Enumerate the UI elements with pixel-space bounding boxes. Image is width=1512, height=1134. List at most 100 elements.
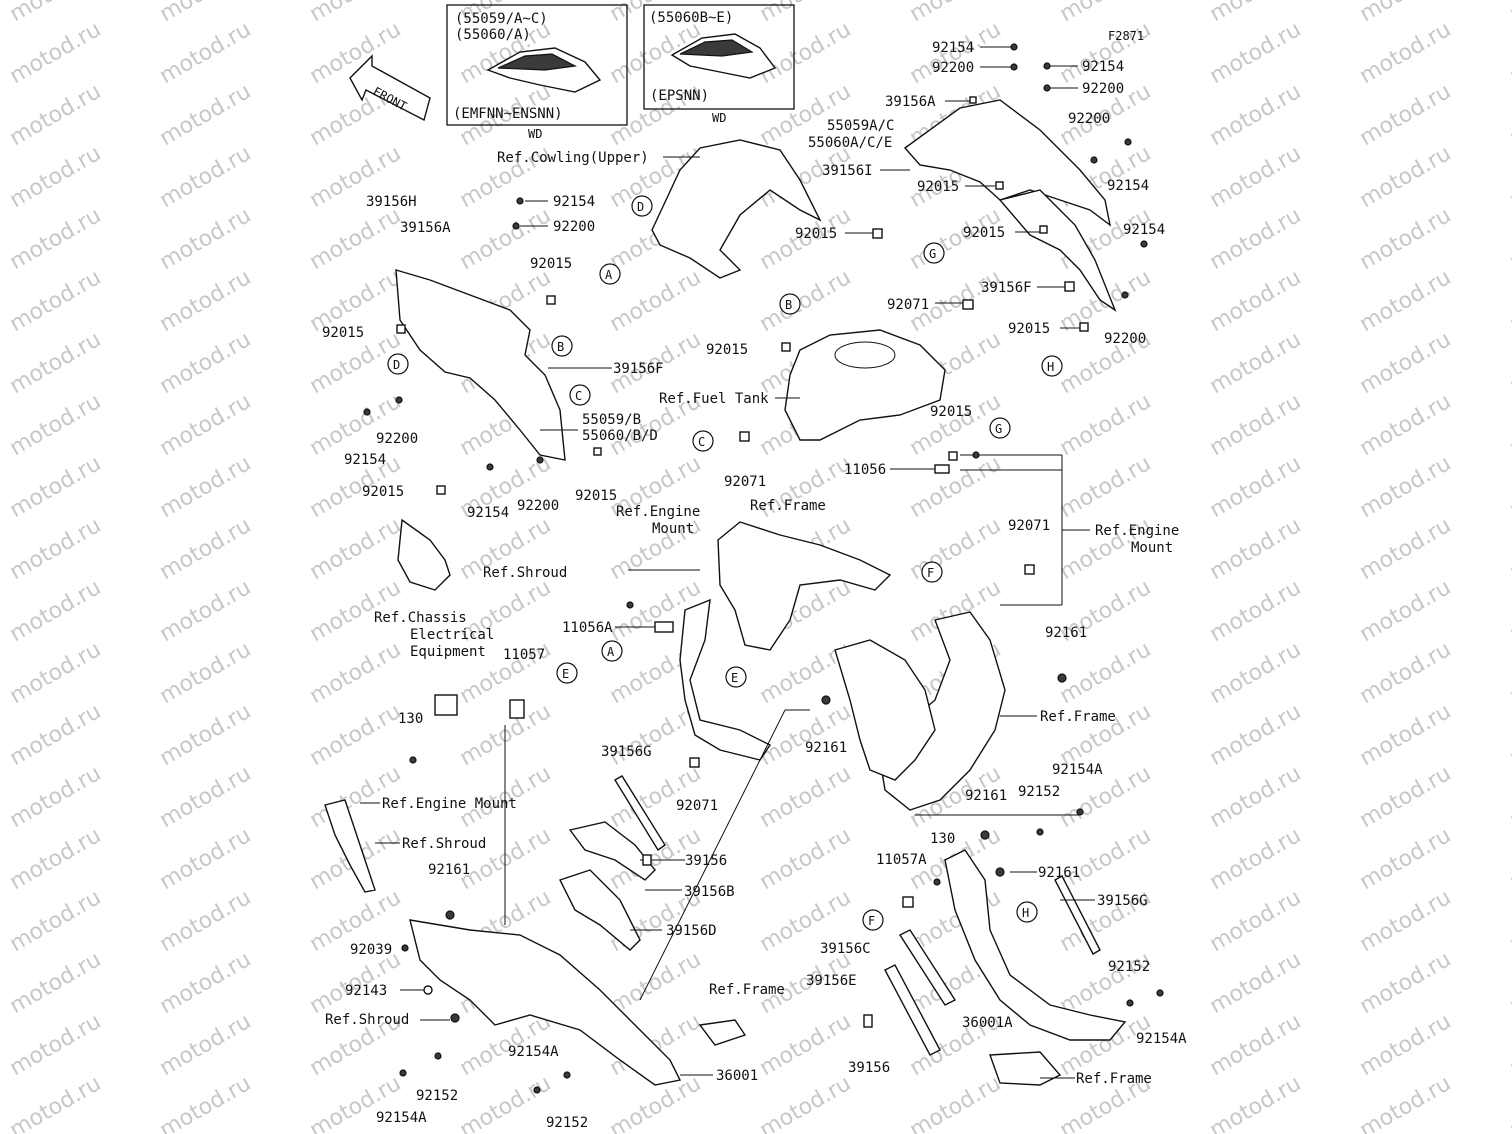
label-ref-frame-c: Ref.Frame <box>709 982 785 998</box>
label-ref-engine-mount-a2: Mount <box>652 521 694 537</box>
grommet-92015-i <box>781 342 791 352</box>
grommet-92015-g <box>436 485 446 495</box>
clip-39156-a <box>642 854 652 866</box>
watermark-text: motod.ru <box>6 451 106 523</box>
watermark-text: motod.ru <box>1206 513 1306 585</box>
right-upper-cowl-lower <box>998 189 1117 312</box>
watermark-text: motod.ru <box>1206 203 1306 275</box>
bolt-92154-a <box>1010 43 1018 51</box>
watermark-text: motod.ru <box>6 389 106 461</box>
bracket-11056 <box>934 464 950 474</box>
watermark-text: motod.ru <box>1356 823 1456 895</box>
watermark-text: motod.ru <box>1206 761 1306 833</box>
svg-text:H: H <box>1022 906 1029 920</box>
callout-D1: D <box>387 353 409 375</box>
label-39156D: 39156D <box>666 923 717 939</box>
watermark-text: motod.ru <box>1506 1009 1512 1081</box>
watermark-text: motod.ru <box>1506 513 1512 585</box>
watermark-text: motod.ru <box>1056 17 1156 89</box>
watermark-text: motod.ru <box>1506 79 1512 151</box>
washer-92152-b <box>563 1071 571 1079</box>
watermark-text: motod.ru <box>1356 327 1456 399</box>
label-11057A: 11057A <box>876 852 927 868</box>
engine-mount-small-ref <box>324 799 376 893</box>
strip-39156E <box>884 964 941 1056</box>
watermark-text: motod.ru <box>1056 947 1156 1019</box>
watermark-text: motod.ru <box>6 575 106 647</box>
label-92015-i: 92015 <box>706 342 748 358</box>
watermark-text: motod.ru <box>156 203 256 275</box>
washer-92152-a <box>434 1052 442 1060</box>
label-92200-f: 92200 <box>376 431 418 447</box>
svg-text:F: F <box>927 566 934 580</box>
watermark-text: motod.ru <box>1356 885 1456 957</box>
watermark-text: motod.ru <box>6 17 106 89</box>
svg-text:A: A <box>607 645 615 659</box>
callout-D2: D <box>631 195 653 217</box>
bolt-92154-c <box>1124 138 1132 146</box>
watermark-text: motod.ru <box>6 203 106 275</box>
label-ref-chassis1: Ref.Chassis <box>374 610 467 626</box>
watermark-text: motod.ru <box>1356 947 1456 1019</box>
watermark-text: motod.ru <box>156 885 256 957</box>
inset-right-codes: (55060B~E) <box>649 10 733 26</box>
grommet-92015-b <box>1039 225 1048 234</box>
label-92015-h: 92015 <box>795 226 837 242</box>
callout-A1: A <box>599 263 621 285</box>
callout-C2: C <box>692 430 714 452</box>
clip-39156A-a <box>969 96 977 104</box>
inset-left: (55059/A~C) (55060/A) (EMFNN~ENSNN) WD <box>446 4 628 141</box>
watermark-text: motod.ru <box>456 1071 556 1134</box>
label-92015-f: 92015 <box>575 488 617 504</box>
watermark-text: motod.ru <box>756 823 856 895</box>
watermark-text: motod.ru <box>1206 575 1306 647</box>
inset-right-part-trim <box>679 39 754 57</box>
label-92154A-c: 92154A <box>1052 762 1103 778</box>
bolt-92154A-b <box>533 1086 541 1094</box>
watermark-text: motod.ru <box>6 947 106 1019</box>
label-ref-frame-d: Ref.Frame <box>1076 1071 1152 1087</box>
label-ref-frame-b: Ref.Frame <box>1040 709 1116 725</box>
watermark-text: motod.ru <box>306 513 406 585</box>
nut-92161-a <box>1057 673 1067 683</box>
pad-39156D <box>559 869 641 951</box>
watermark-text: motod.ru <box>756 17 856 89</box>
bolt-ref-engine-mount-a <box>972 451 980 459</box>
svg-text:H: H <box>1047 360 1054 374</box>
watermark-text: motod.ru <box>906 513 1006 585</box>
callout-H1: H <box>1041 355 1063 377</box>
label-92071-d: 92071 <box>676 798 718 814</box>
nut-92161-b <box>821 695 831 705</box>
nut-92161-d <box>980 830 990 840</box>
watermark-text: motod.ru <box>1056 389 1156 461</box>
label-92143: 92143 <box>345 983 387 999</box>
watermark-text: motod.ru <box>6 761 106 833</box>
label-39156I: 39156I <box>822 163 873 179</box>
damper-92071-a <box>962 299 974 310</box>
label-92039: 92039 <box>350 942 392 958</box>
inset-left-part-trim <box>497 53 577 71</box>
watermark-text: motod.ru <box>1506 823 1512 895</box>
watermark-text: motod.ru <box>1506 265 1512 337</box>
watermark-text: motod.ru <box>1356 17 1456 89</box>
label-36001: 36001 <box>716 1068 758 1084</box>
label-92152-b: 92152 <box>546 1115 588 1131</box>
strip-39156C <box>898 929 957 1006</box>
washer-92200-e <box>512 222 520 230</box>
watermark-text: motod.ru <box>6 885 106 957</box>
watermark-text: motod.ru <box>156 327 256 399</box>
label-92015-d: 92015 <box>530 256 572 272</box>
label-39156F-a: 39156F <box>981 280 1032 296</box>
watermark-text: motod.ru <box>156 451 256 523</box>
label-11056A: 11056A <box>562 620 613 636</box>
svg-text:D: D <box>637 200 644 214</box>
inner-cowl-panel <box>834 639 936 781</box>
grommet-92015-j <box>948 451 958 461</box>
fasteners <box>363 43 1164 1094</box>
label-39156E: 39156E <box>806 973 857 989</box>
watermark-text: motod.ru <box>1506 575 1512 647</box>
watermark-text: motod.ru <box>1356 575 1456 647</box>
label-92071-c: 92071 <box>1008 518 1050 534</box>
label-39156A-b: 39156A <box>400 220 451 236</box>
